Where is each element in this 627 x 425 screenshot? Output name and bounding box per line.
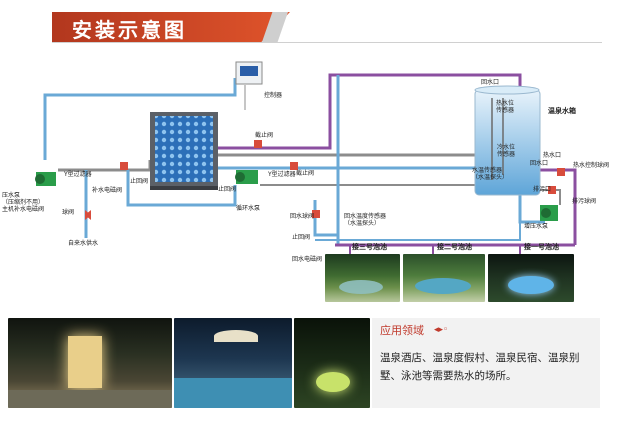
- hot-outlet-label: 热水口: [543, 152, 562, 159]
- heat-pump-unit: [150, 112, 218, 190]
- return-outlet-top-label: 回水口: [481, 79, 500, 86]
- pressure-pump-label: 压水泵 （压缩剂不用） 主机补水电磁阀: [2, 192, 45, 213]
- decorative-arrow-icon: ◂▸◦: [434, 325, 449, 335]
- hot-spring-photo-3: [294, 318, 370, 408]
- drain-valve-label: 排污球阀: [572, 198, 597, 205]
- pool-2-photo: [403, 254, 485, 302]
- temp-sensor-tank-label: 水温传感器 （水温探头）: [472, 167, 509, 181]
- page-title: 安装示意图: [72, 18, 187, 42]
- check-valve-mid-label: 截止阀: [296, 170, 315, 177]
- application-panel: [372, 318, 600, 408]
- pool-return-pipe: [315, 222, 521, 241]
- pool-3-label: 接三号泡池: [352, 243, 387, 251]
- controller-label: 控制器: [264, 92, 283, 99]
- header-divider: [52, 42, 602, 43]
- hot-outlet-pipe: [540, 168, 577, 245]
- makeup-solenoid-label: 补水电磁阀: [92, 187, 123, 194]
- controller-device: [235, 61, 263, 85]
- pool-1-label: 接一号泡池: [524, 243, 559, 251]
- cold-sensor-label: 冷水位 传感器: [497, 144, 516, 158]
- hot-spring-tank: [474, 85, 541, 196]
- pool-1-photo: [488, 254, 574, 302]
- ball-valve-label: 球阀: [62, 209, 75, 216]
- title-banner: 安装示意图: [52, 12, 290, 42]
- drain-pipe: [540, 189, 561, 205]
- circulation-pump-shape: [235, 170, 258, 184]
- circulation-pipe-left: [126, 170, 237, 207]
- return-valve-label: 回水球阀: [290, 213, 315, 220]
- return-solenoid-label: 回水电磁阀: [292, 256, 323, 263]
- y-filter-right-label: Y型过滤器: [268, 171, 296, 178]
- application-description: 温泉酒店、温泉度假村、温泉民宿、温泉别墅、泳池等需要热水的场所。: [380, 352, 580, 382]
- booster-pump-label: 增压水泵: [524, 223, 549, 230]
- pool-3-photo: [325, 254, 400, 302]
- hot-spring-photo-1: [8, 318, 172, 408]
- return-inlet-label: 回水口: [530, 160, 549, 167]
- tank-label: 温泉水箱: [548, 107, 576, 115]
- tap-water-label: 自来水供水: [68, 240, 99, 247]
- check-valve-top-label: 截止阀: [255, 132, 274, 139]
- y-filter-left-label: Y型过滤器: [64, 171, 92, 178]
- makeup-pipe: [43, 78, 237, 160]
- pressure-pump-shape: [35, 172, 56, 186]
- circulation-pump-label: 循环水泵: [236, 205, 261, 212]
- application-title: 应用领域: [380, 324, 424, 337]
- drain-outlet-label: 排污口: [533, 186, 552, 193]
- pool-2-label: 接二号泡池: [437, 243, 472, 251]
- hot-control-valve-label: 热水控制球阀: [573, 162, 610, 169]
- hot-water-pipe: [218, 73, 522, 150]
- stop-valve-bottom-label: 止回阀: [292, 234, 311, 241]
- booster-pump-shape: [540, 205, 558, 221]
- stop-valve-left-label: 止回阀: [130, 178, 149, 185]
- stop-valve-mid-label: 止回阀: [218, 186, 237, 193]
- feed-pipe: [58, 160, 152, 172]
- return-temp-sensor-label: 回水温度传感器 （水温探头）: [344, 213, 387, 227]
- hot-sensor-label: 热水位 传感器: [496, 100, 515, 114]
- hot-spring-photo-2: [174, 318, 292, 408]
